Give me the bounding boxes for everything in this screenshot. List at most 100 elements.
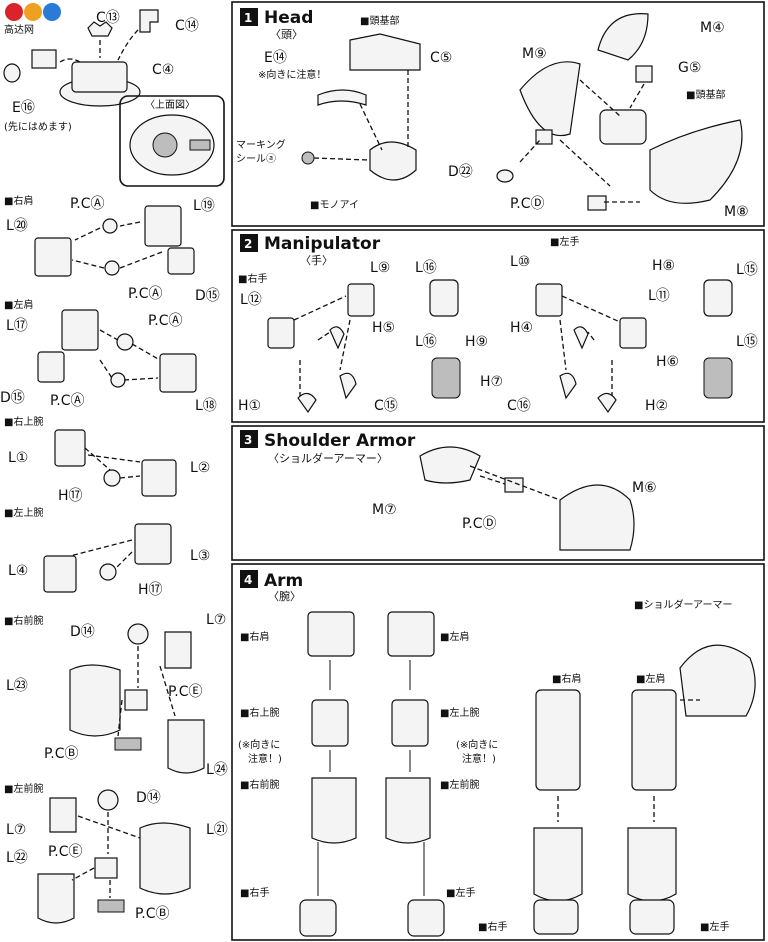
right-forearm-group: ■右前腕 D⑭ L⑦ L㉓ P.CⒺ P.CⒷ L㉔ — [4, 612, 228, 778]
label-h2: H② — [645, 398, 668, 414]
label-l24: L㉔ — [206, 762, 228, 778]
note-right-hand-2: ■右手 — [478, 920, 507, 933]
note-left-hand: ■左手 — [446, 886, 475, 899]
step-manipulator: 2 Manipulator 〈手〉 ■右手 ■左手 L⑨ L⑫ H⑤ L⑯ H⑨… — [231, 229, 765, 423]
label-pca-1: P.CⒶ — [70, 196, 105, 212]
note-monoeye: ■モノアイ — [310, 200, 359, 211]
label-d22: D㉒ — [448, 164, 473, 180]
right-upper-arm-title: ■右上腕 — [4, 415, 43, 428]
label-l11: L⑪ — [648, 288, 670, 304]
step-title: Manipulator — [264, 234, 381, 254]
note-right-upper-arm: ■右上腕 — [240, 706, 279, 719]
gear-part-icon — [87, 21, 113, 37]
label-l9: L⑨ — [370, 260, 390, 276]
step-number-badge — [240, 8, 258, 26]
step-subtitle: 〈腕〉 — [268, 589, 301, 603]
label-pcd: P.CⒹ — [510, 196, 545, 212]
inset-title: 〈上面図〉 — [145, 99, 195, 111]
note-left-hand-2: ■左手 — [700, 920, 729, 933]
note-marking: マーキング — [236, 138, 286, 151]
label-l21: L㉑ — [206, 822, 228, 838]
step-number: 4 — [244, 573, 252, 587]
label-c16: C⑯ — [507, 398, 531, 414]
right-hand-title: ■右手 — [238, 272, 267, 285]
step-title: Shoulder Armor — [264, 431, 416, 451]
left-shoulder-group: ■左肩 L⑰ P.CⒶ D⑮ P.CⒶ L⑱ — [0, 298, 217, 414]
label-pca-3: P.CⒶ — [148, 313, 183, 329]
label-h1: H① — [238, 398, 261, 414]
label-c4: C④ — [152, 62, 174, 78]
label-e14: E⑭ — [264, 50, 287, 66]
label-l20: L⑳ — [6, 218, 28, 234]
label-l18: L⑱ — [195, 398, 217, 414]
note-orientation: ※向きに注意！ — [258, 68, 326, 81]
note-shoulder-armor: ■ショルダーアーマー — [634, 598, 732, 611]
label-l7: L⑦ — [206, 612, 226, 628]
note-head-base: ■頭基部 — [360, 14, 399, 27]
note-first: (先にはめます) — [4, 121, 72, 133]
note-left-shoulder-2: ■左肩 — [636, 672, 665, 685]
watermark-text: 高达网 — [4, 23, 34, 36]
label-l1: L① — [8, 450, 28, 466]
label-l19: L⑲ — [193, 198, 215, 214]
label-d15: D⑮ — [195, 288, 220, 304]
right-forearm-title: ■右前腕 — [4, 614, 43, 627]
step-subtitle: 〈手〉 — [300, 253, 333, 267]
note-right-shoulder: ■右肩 — [240, 630, 269, 643]
left-forearm-group: ■左前腕 D⑭ L⑦ L㉑ P.CⒺ L㉒ P.CⒷ — [4, 782, 228, 924]
step-title: Head — [264, 8, 313, 28]
left-hand-title: ■左手 — [550, 235, 579, 248]
step-number-badge — [240, 430, 258, 448]
label-h4: H④ — [510, 320, 533, 336]
step-number: 2 — [244, 237, 252, 251]
label-l17: L⑰ — [6, 318, 28, 334]
head-base-assembly: C⑬ C⑭ C④ E⑯ (先にはめます) 〈上面図〉 — [3, 9, 225, 187]
label-h17: H⑰ — [58, 488, 83, 504]
label-e16: E⑯ — [12, 100, 35, 116]
note-orient-1b: 注意！) — [248, 752, 282, 765]
label-l2: L② — [190, 460, 210, 476]
label-l16: L⑯ — [415, 260, 437, 276]
note-left-forearm: ■左前腕 — [440, 778, 479, 791]
label-d14-2: D⑭ — [136, 790, 161, 806]
label-l15-2: L⑮ — [736, 334, 758, 350]
left-column: C⑬ C⑭ C④ E⑯ (先にはめます) 〈上面図〉 ■右肩 P.CⒶ L⑲ L… — [0, 9, 228, 924]
step-number-badge — [240, 234, 258, 252]
label-m4: M④ — [700, 20, 725, 36]
inset-top-view — [119, 95, 225, 187]
step-number-badge — [240, 570, 258, 588]
note-head-base-2: ■頭基部 — [686, 88, 725, 101]
label-l12: L⑫ — [240, 292, 262, 308]
note-orient-1a: (※向きに — [238, 738, 280, 751]
note-orient-2a: (※向きに — [456, 738, 498, 751]
step-head: 1 Head 〈頭〉 ■頭基部 E⑭ ※向きに注意！ C⑤ マーキング シールⓐ… — [231, 1, 765, 227]
label-d15-2: D⑮ — [0, 390, 25, 406]
left-shoulder-title: ■左肩 — [4, 298, 33, 311]
label-pcb: P.CⒷ — [44, 746, 79, 762]
left-forearm-title: ■左前腕 — [4, 782, 43, 795]
step-title: Arm — [264, 571, 303, 591]
label-h7: H⑦ — [480, 374, 503, 390]
monoeye-sticker-icon — [301, 151, 315, 165]
label-pce: P.CⒺ — [168, 684, 203, 700]
label-l23: L㉓ — [6, 678, 28, 694]
left-upper-arm-group: ■左上腕 L③ L④ H⑰ — [4, 506, 210, 598]
right-upper-arm-group: ■右上腕 L① L② H⑰ — [4, 415, 210, 504]
label-l7-2: L⑦ — [6, 822, 26, 838]
label-l10: L⑩ — [510, 254, 530, 270]
label-h9: H⑨ — [465, 334, 488, 350]
label-h6: H⑥ — [656, 354, 679, 370]
label-h5: H⑤ — [372, 320, 395, 336]
label-l15: L⑮ — [736, 262, 758, 278]
label-h8: H⑧ — [652, 258, 675, 274]
label-pca-4: P.CⒶ — [50, 393, 85, 409]
label-m9: M⑨ — [522, 46, 547, 62]
right-shoulder-group: ■右肩 P.CⒶ L⑲ L⑳ P.CⒶ D⑮ — [4, 194, 220, 304]
label-m6: M⑥ — [632, 480, 657, 496]
watermark-logo: 高达网 — [4, 3, 61, 36]
label-l16-2: L⑯ — [415, 334, 437, 350]
note-seal: シールⓐ — [236, 153, 276, 165]
note-right-forearm: ■右前腕 — [240, 778, 279, 791]
label-pcb-2: P.CⒷ — [135, 906, 170, 922]
